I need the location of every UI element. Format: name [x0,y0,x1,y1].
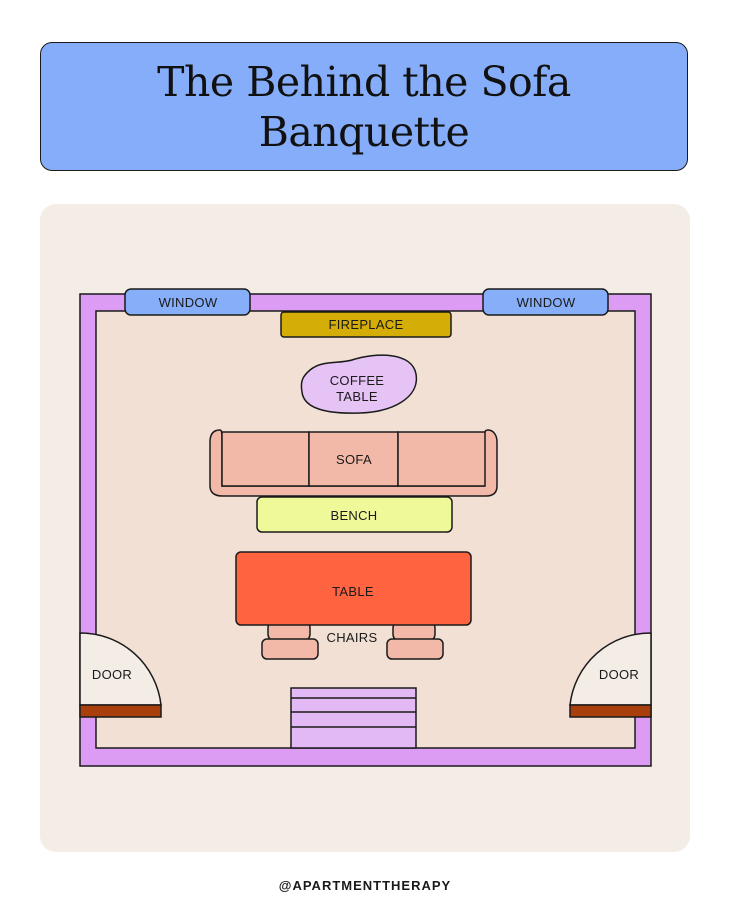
bench-label: BENCH [330,508,377,523]
door-left-label: DOOR [92,667,132,682]
fireplace: FIREPLACE [280,311,452,338]
door-right-label: DOOR [599,667,639,682]
stairs [290,687,417,749]
fireplace-label: FIREPLACE [329,317,404,332]
chair-left [261,619,319,660]
window-left-label: WINDOW [159,295,218,310]
door-left: DOOR [79,632,162,718]
chair-right [386,619,444,660]
window-right: WINDOW [482,288,609,316]
coffee-table-label-line2: TABLE [336,389,378,404]
bench: BENCH [256,496,453,533]
dining-table: TABLE [235,551,472,626]
coffee-table: COFFEE TABLE [300,354,418,414]
title-banner: The Behind the Sofa Banquette [40,42,688,171]
chairs-label: CHAIRS [327,630,378,645]
sofa-label: SOFA [336,452,372,467]
door-right: DOOR [569,632,652,718]
window-left: WINDOW [124,288,251,316]
credit-handle: @APARTMENTTHERAPY [278,878,452,893]
page-title: The Behind the Sofa Banquette [157,57,571,156]
sofa: SOFA [209,429,498,497]
window-right-label: WINDOW [517,295,576,310]
coffee-table-label-line1: COFFEE [330,373,385,388]
table-label: TABLE [332,584,374,599]
